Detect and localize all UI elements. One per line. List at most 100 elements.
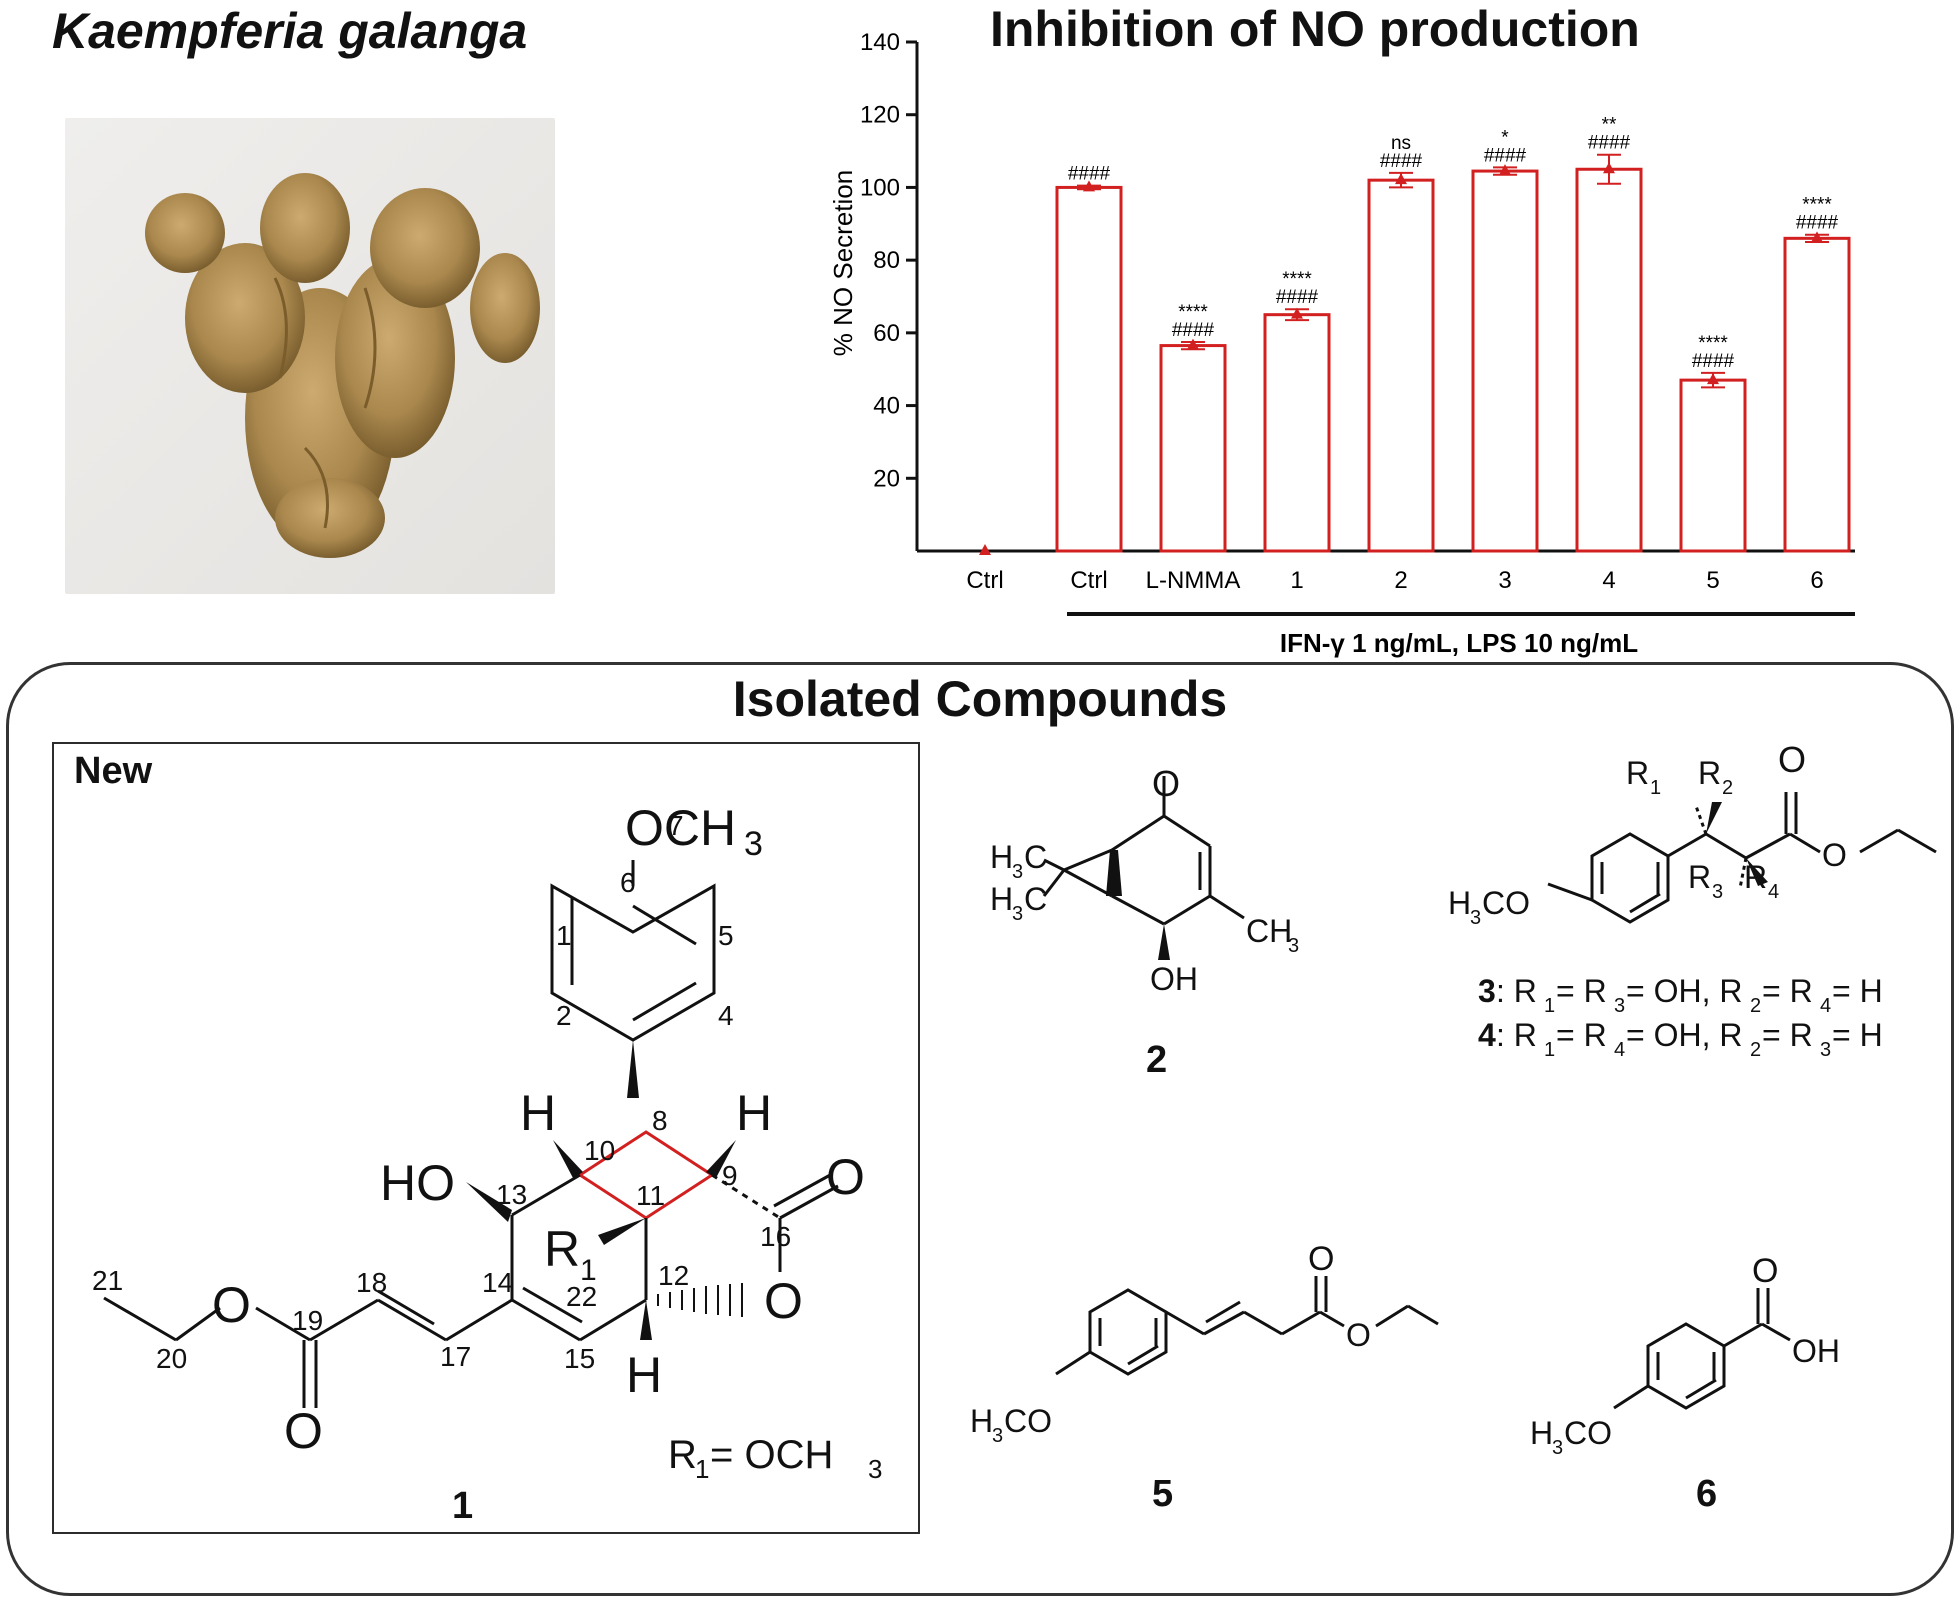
svg-text:H: H [1448,885,1471,921]
svg-text:1: 1 [452,1485,473,1527]
new-label: New [74,750,153,792]
svg-text:9: 9 [722,1160,738,1191]
data-point [1499,164,1511,176]
svg-text:20: 20 [156,1343,187,1374]
svg-text:22: 22 [566,1281,597,1312]
x-tick-label: 3 [1498,567,1511,594]
svg-text:6: 6 [620,867,636,898]
svg-text:1: 1 [1544,995,1555,1017]
svg-text:HO: HO [380,1155,455,1211]
svg-text:3: 3 [992,1425,1003,1447]
compound-1-text: OCH 3 H H HO O O H R 1 O O R 1 = OCH 3 1… [92,800,882,1527]
svg-text:3: 3 [1012,903,1023,925]
ginger-rhizome-icon [145,173,540,558]
svg-text:7: 7 [668,810,684,841]
svg-text:CO: CO [1004,1403,1052,1439]
svg-text:3: 3 [868,1454,882,1484]
x-tick-label: 2 [1394,567,1407,594]
svg-text:3: 3 [744,825,763,863]
svg-text:= H: = H [1832,973,1883,1009]
svg-text:3: 3 [1012,861,1023,883]
chart-title: Inhibition of NO production [990,1,1640,57]
svg-text:= R: = R [1762,973,1813,1009]
svg-text:R: R [1744,859,1767,895]
svg-text:H: H [1530,1415,1553,1451]
significance-hash: #### [1172,320,1215,341]
svg-text:15: 15 [564,1343,595,1374]
x-tick-label: Ctrl [1070,567,1107,594]
svg-text:CO: CO [1564,1415,1612,1451]
svg-text:8: 8 [652,1105,668,1136]
svg-text:17: 17 [440,1341,471,1372]
svg-text:3: 3 [1470,907,1481,929]
x-tick-label: L-NMMA [1146,567,1241,594]
svg-text:10: 10 [584,1135,615,1166]
svg-text:O: O [1346,1317,1371,1353]
svg-text:H: H [736,1085,772,1141]
y-tick-label: 140 [860,29,900,56]
x-tick-label: 4 [1602,567,1615,594]
x-tick-label: 6 [1810,567,1823,594]
treatment-label: IFN-γ 1 ng/mL, LPS 10 ng/mL [1280,628,1638,658]
data-point [1395,173,1407,185]
svg-text:= OCH: = OCH [710,1433,833,1477]
svg-text:1: 1 [695,1454,709,1484]
significance-star: **** [1178,302,1208,323]
y-tick-label: 40 [873,393,900,420]
svg-text:= H: = H [1832,1017,1883,1053]
svg-text:3: 3 [1552,1437,1563,1459]
y-tick-label: 100 [860,174,900,201]
svg-text:11: 11 [636,1180,665,1211]
y-tick-label: 60 [873,320,900,347]
data-point [979,544,991,555]
compound-2-text: O H 3 C H 3 C CH 3 OH 2 [990,763,1299,1081]
svg-text:19: 19 [292,1305,323,1336]
compound-3-4-legend: 3 : R 1 = R 3 = OH, R 2 = R 4 = H 4 : R … [1478,973,1883,1061]
y-tick-label: 20 [873,465,900,492]
svg-text:3: 3 [1614,995,1625,1017]
svg-text:H: H [626,1347,662,1403]
svg-text:C: C [1024,881,1047,917]
svg-text:= OH, R: = OH, R [1626,1017,1742,1053]
svg-text:O: O [764,1273,803,1329]
svg-text:O: O [1752,1252,1778,1290]
svg-text:12: 12 [658,1260,689,1291]
y-tick-label: 120 [860,102,900,129]
compound-2-structure [1042,776,1245,960]
compound-5-text: O O H 3 CO 5 [970,1240,1371,1515]
svg-text:4: 4 [718,1000,734,1031]
new-compound-box [52,742,920,1534]
svg-text:18: 18 [356,1267,387,1298]
svg-text:6: 6 [1696,1473,1717,1515]
svg-text:O: O [1822,837,1847,873]
svg-text:21: 21 [92,1265,123,1296]
svg-text:4: 4 [1820,995,1831,1017]
ginger-photo [65,118,555,594]
significance-hash: #### [1484,145,1527,166]
svg-text:1: 1 [1544,1039,1555,1061]
significance-star: **** [1802,195,1832,216]
svg-text:3: 3 [1478,973,1496,1009]
svg-text:16: 16 [760,1221,791,1252]
svg-text:: R: : R [1496,973,1537,1009]
species-name: Kaempferia galanga [52,3,528,59]
svg-text:OH: OH [1150,961,1198,997]
svg-text:: R: : R [1496,1017,1537,1053]
y-axis-label: % NO Secretion [828,170,858,356]
svg-text:H: H [520,1085,556,1141]
compound-5-structure [1055,1276,1439,1376]
svg-text:3: 3 [1820,1039,1831,1061]
significance-star: **** [1282,269,1312,290]
data-point [1083,180,1095,192]
svg-text:R: R [1688,859,1711,895]
svg-text:O: O [212,1277,251,1333]
svg-text:O: O [1152,763,1180,804]
svg-text:13: 13 [496,1179,527,1210]
svg-text:5: 5 [718,920,734,951]
data-point [1603,162,1615,174]
svg-text:OH: OH [1792,1333,1840,1369]
svg-text:= OH, R: = OH, R [1626,973,1742,1009]
compound-1-structure [103,860,839,1408]
svg-text:O: O [1778,739,1806,780]
